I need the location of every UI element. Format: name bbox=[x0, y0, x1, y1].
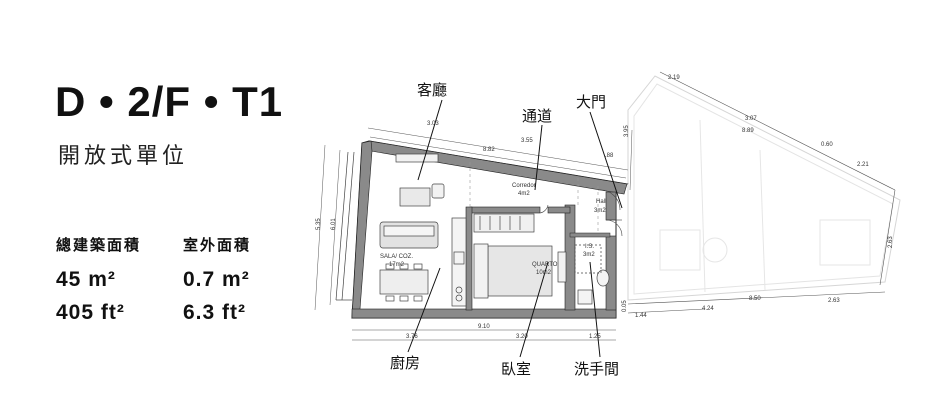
room-tag-sala: SALA/ COZ. bbox=[380, 254, 413, 260]
coffee-table bbox=[399, 187, 431, 207]
kitchen-counter bbox=[451, 217, 467, 307]
dim-top-a: 3.03 bbox=[427, 121, 439, 127]
dim-ghost-g: 8.50 bbox=[749, 296, 761, 302]
dim-bottom-c: 1.25 bbox=[589, 334, 601, 340]
dim-ghost-b: 3.07 bbox=[745, 116, 757, 122]
zone-dividers bbox=[469, 162, 599, 232]
dim-right-a: 3.95 bbox=[624, 125, 630, 137]
gross-area-m2: 45 m² bbox=[56, 268, 116, 291]
dim-bottom-total: 9.10 bbox=[478, 324, 490, 330]
dimension-lines bbox=[314, 127, 633, 341]
dim-ghost-f: 2.63 bbox=[888, 236, 894, 248]
doors bbox=[539, 189, 623, 237]
unit-subtitle: 開放式單位 bbox=[58, 144, 189, 169]
dim-bottom-a: 3.76 bbox=[406, 334, 418, 340]
bathroom-fixtures bbox=[574, 244, 610, 305]
callout-corridor: 通道 bbox=[522, 107, 552, 125]
callout-leaders bbox=[407, 99, 623, 358]
unit-title: D • 2/F • T1 bbox=[55, 78, 284, 125]
dim-ghost-e: 2.21 bbox=[857, 162, 869, 168]
dim-ghost-d: 0.60 bbox=[821, 142, 833, 148]
callout-bedroom: 臥室 bbox=[501, 360, 531, 378]
wardrobe bbox=[473, 213, 535, 233]
dim-top-d: .88 bbox=[605, 153, 614, 159]
balcony-frame bbox=[335, 151, 355, 301]
dim-left-a: 5.35 bbox=[316, 218, 322, 230]
dim-ghost-a: 2.19 bbox=[668, 75, 680, 81]
dim-bottom-b: 3.20 bbox=[516, 334, 528, 340]
outdoor-area-label: 室外面積 bbox=[183, 236, 252, 254]
dim-left-b: 6.01 bbox=[331, 218, 337, 230]
callout-entrance: 大門 bbox=[576, 93, 606, 111]
dim-ghost-c: 8.89 bbox=[742, 128, 754, 134]
bedroom-furniture bbox=[473, 213, 567, 299]
outdoor-area-ft2: 6.3 ft² bbox=[183, 301, 247, 324]
armchair-icon bbox=[431, 183, 445, 199]
gross-area-ft2: 405 ft² bbox=[56, 301, 125, 324]
adjacent-unit-ghost bbox=[627, 71, 901, 314]
room-area-sala: 17m2 bbox=[389, 262, 405, 268]
outdoor-area-m2: 0.7 m² bbox=[183, 268, 250, 291]
room-tag-corredor: Corredor bbox=[512, 183, 536, 189]
room-area-hall: 3m2 bbox=[594, 208, 606, 214]
bed-icon bbox=[487, 245, 553, 297]
room-area-corredor: 4m2 bbox=[518, 191, 530, 197]
dining-table bbox=[379, 269, 429, 295]
dim-top-b: 3.55 bbox=[521, 138, 533, 144]
dim-ghost-k: 0.05 bbox=[622, 300, 628, 312]
dim-ghost-h: 4.24 bbox=[702, 306, 714, 312]
room-tag-is: I.S. bbox=[585, 244, 594, 250]
dim-ghost-i: 2.63 bbox=[828, 298, 840, 304]
room-tag-hall: Hall bbox=[596, 199, 606, 205]
callout-living: 客廳 bbox=[417, 81, 447, 99]
room-tag-quarto: QUARTO bbox=[532, 262, 558, 268]
callout-kitchen: 廚房 bbox=[390, 354, 420, 372]
dim-top-c: 8.82 bbox=[483, 147, 495, 153]
sink-icon bbox=[577, 289, 593, 305]
callout-bathroom: 洗手間 bbox=[574, 360, 619, 378]
living-furniture bbox=[379, 153, 445, 302]
room-area-is: 3m2 bbox=[583, 252, 595, 258]
toilet-icon bbox=[596, 269, 610, 287]
tv-cabinet bbox=[395, 153, 439, 163]
gross-area-label: 總建築面積 bbox=[56, 236, 142, 254]
dim-ghost-j: 1.44 bbox=[635, 313, 647, 319]
room-area-quarto: 10m2 bbox=[536, 270, 552, 276]
